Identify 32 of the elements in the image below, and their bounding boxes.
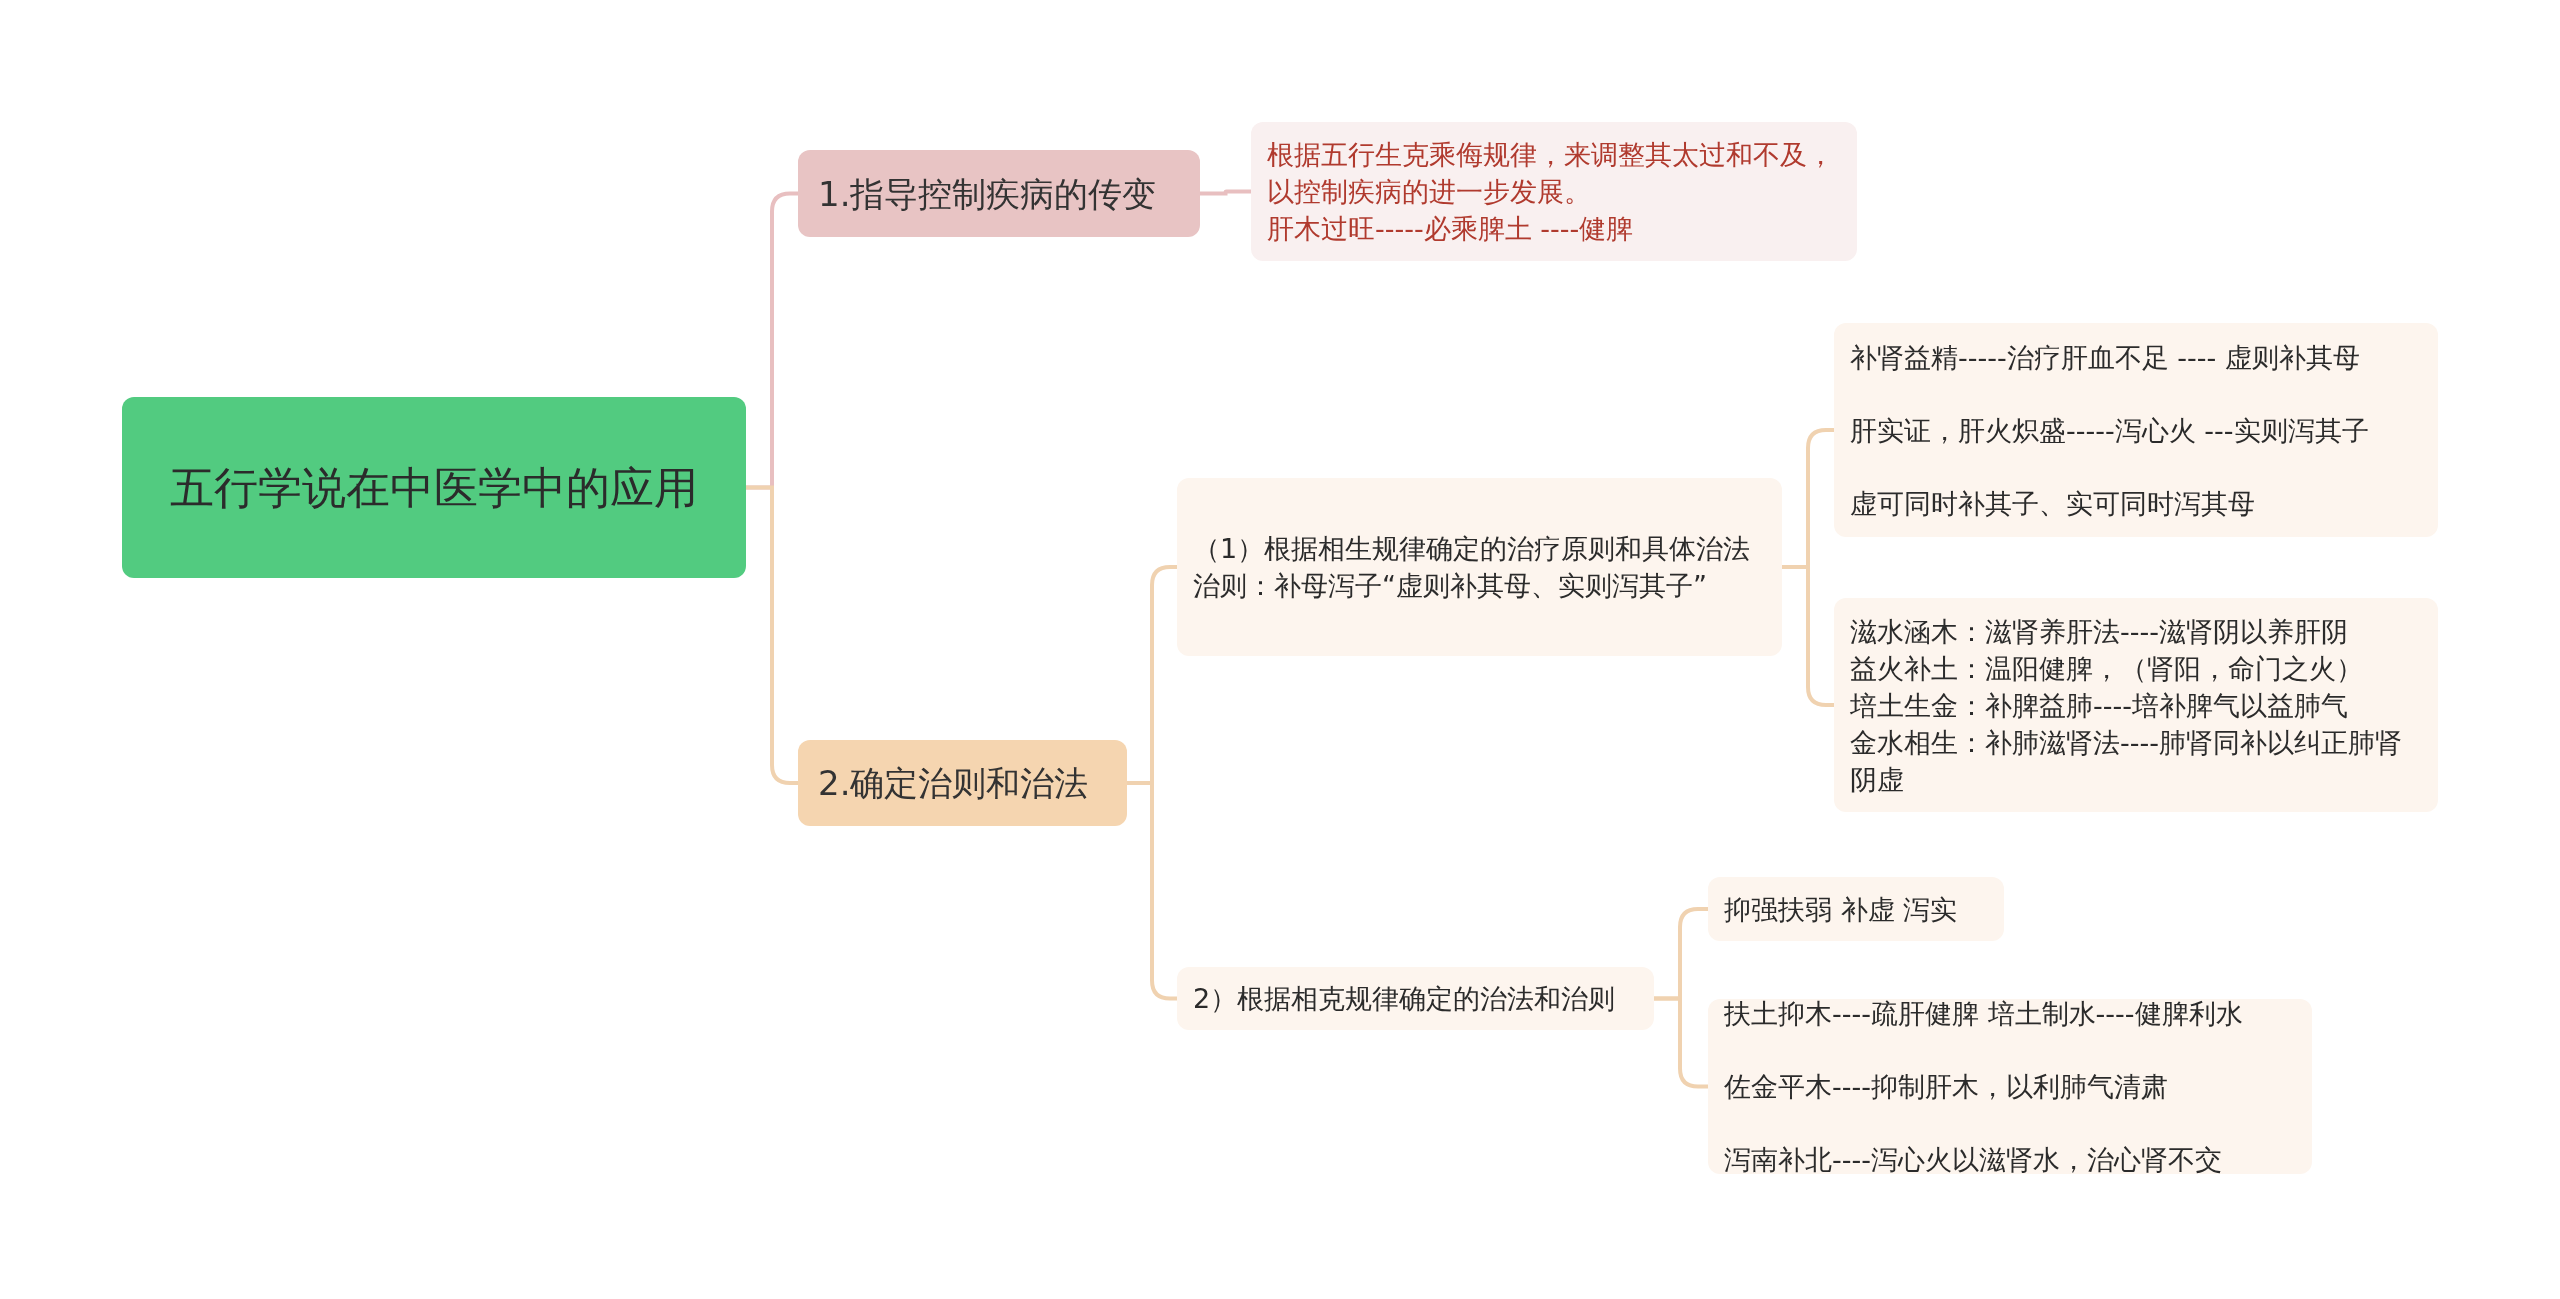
subtopic-text: 扶土抑木----疏肝健脾 培土制水----健脾利水 (1724, 997, 2244, 1031)
subtopic-text: 2）根据相克规律确定的治法和治则 (1193, 982, 1617, 1016)
connector-line (746, 485, 798, 785)
note-text: 肝木过旺-----必乘脾土 ----健脾 (1267, 212, 1635, 246)
topic-text: 1.指导控制疾病的传变 (818, 172, 1158, 216)
subtopic-text: 益火补土：温阳健脾，（肾阳，命门之火） (1850, 651, 2364, 686)
connector-line (1200, 189, 1251, 196)
note-box (1251, 122, 1857, 261)
subtopic-text: 滋水涵木：滋肾养肝法----滋肾阴以养肝阴 (1850, 614, 2349, 649)
root-topic-text: 五行学说在中医学中的应用 (169, 460, 699, 515)
root-topic-box (122, 397, 746, 578)
subtopic-text: （1）根据相生规律确定的治疗原则和具体治法 (1193, 532, 1752, 566)
topic-box (798, 150, 1200, 237)
subtopic-text: 肝实证，肝火炽盛-----泻心火 ---实则泻其子 (1850, 413, 2370, 448)
subtopic-text: 抑强扶弱 补虚 泻实 (1724, 892, 1959, 927)
subtopic-text: 佐金平木----抑制肝木，以利肺气清肃 (1724, 1070, 2169, 1104)
subtopic-text: 泻南补北----泻心火以滋肾水，治心肾不交 (1724, 1143, 2223, 1177)
subtopic-text: 培土生金：补脾益肺----培补脾气以益肺气 (1850, 688, 2349, 723)
subtopic-text: 治则：补母泻子“虚则补其母、实则泻其子” (1193, 569, 1708, 603)
subtopic-box (1177, 478, 1782, 656)
subtopic-text: 金水相生：补肺滋肾法----肺肾同补以纠正肺肾阴虚 (1850, 725, 2403, 797)
connector-line (1127, 781, 1177, 1001)
subtopic-box (1177, 967, 1654, 1030)
subtopic-box (1834, 323, 2438, 537)
subtopic-text: 补肾益精-----治疗肝血不足 ---- 虚则补其母 (1850, 340, 2361, 375)
subtopic-text: 虚可同时补其子、实可同时泻其母 (1850, 486, 2256, 521)
subtopic-box (1834, 598, 2438, 812)
topic-box (798, 740, 1127, 826)
topic-text: 2.确定治则和治法 (818, 762, 1090, 805)
subtopic-box (1708, 877, 2004, 941)
note-text: 根据五行生克乘侮规律，来调整其太过和不及，以控制疾病的进一步发展。 (1267, 138, 1835, 209)
subtopic-box (1708, 999, 2312, 1174)
